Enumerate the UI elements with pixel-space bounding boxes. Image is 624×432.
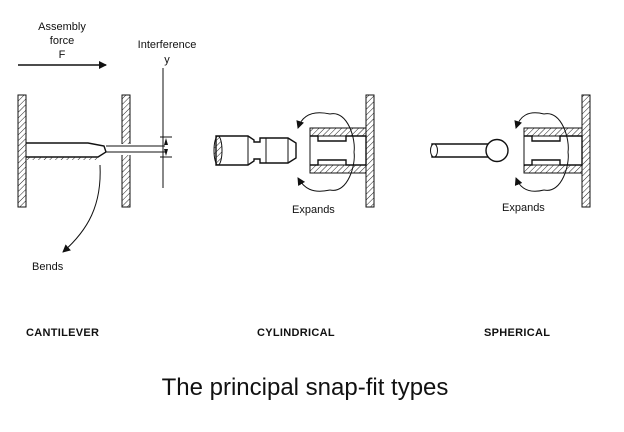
spherical-figure: Expands	[430, 94, 591, 214]
expands-label-spherical: Expands	[502, 202, 545, 214]
cantilever-beam	[26, 142, 107, 158]
expands-arrow-bottom-spherical	[514, 177, 545, 192]
figure-caption: The principal snap-fit types	[162, 374, 449, 401]
expands-arrow-bottom	[297, 177, 331, 192]
cylindrical-back-wall	[365, 94, 375, 208]
cylindrical-figure: Expands	[213, 94, 375, 216]
cantilever-left-wall	[17, 94, 27, 208]
spherical-socket	[524, 135, 583, 166]
interference-symbol: y	[164, 54, 170, 66]
cylindrical-socket	[310, 135, 367, 166]
bends-arrow	[62, 164, 101, 253]
expands-arrow-top-spherical	[514, 112, 545, 129]
interference-label: Interference	[138, 39, 197, 51]
type-heading-cantilever: CANTILEVER	[26, 327, 99, 339]
spherical-stud	[431, 143, 489, 158]
assembly-force-label-1: Assembly	[38, 21, 86, 33]
assembly-force-label-2: force	[50, 35, 74, 47]
type-heading-spherical: SPHERICAL	[484, 327, 550, 339]
spherical-ball	[485, 138, 509, 163]
cantilever-figure: Assembly force F Interference y Bends	[17, 21, 197, 273]
cylindrical-stud	[215, 135, 297, 166]
expands-label-cylindrical: Expands	[292, 204, 335, 216]
bends-label: Bends	[32, 261, 64, 273]
assembly-force-symbol: F	[59, 49, 66, 61]
type-heading-cylindrical: CYLINDRICAL	[257, 327, 335, 339]
expands-arrow-top	[296, 112, 331, 129]
spherical-back-wall	[581, 94, 591, 208]
